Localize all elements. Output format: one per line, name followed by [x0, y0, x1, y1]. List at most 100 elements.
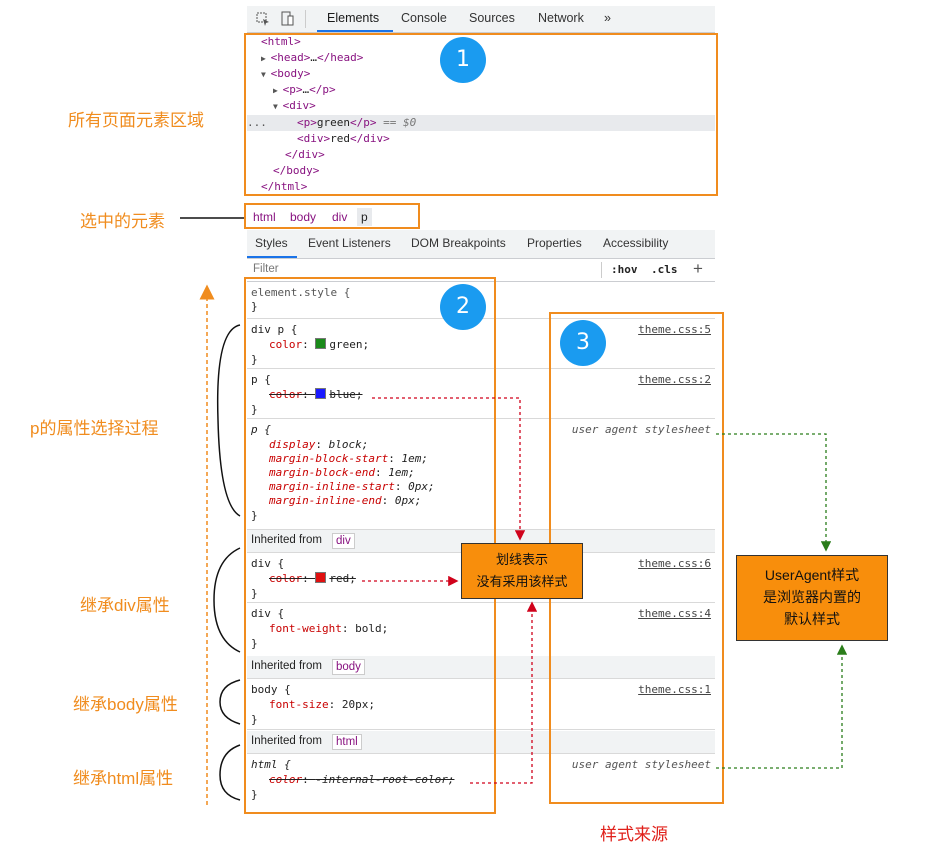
label-all-elements: 所有页面元素区域 — [68, 111, 204, 130]
source-link[interactable]: theme.css:4 — [638, 607, 711, 620]
ua-arrow-bottom — [716, 644, 848, 769]
color-swatch[interactable] — [315, 572, 327, 583]
rule-body-font-size[interactable]: body { theme.css:1 font-size: 20px; } — [247, 679, 715, 730]
inherited-tag-link[interactable]: html — [332, 734, 362, 750]
declaration[interactable]: font-size: 20px; — [269, 698, 375, 711]
rule-selector: element.style { — [251, 286, 351, 299]
tree-node-html-close[interactable]: </html> — [261, 180, 308, 193]
filter-divider — [601, 262, 602, 278]
rule-div-font-weight[interactable]: div { theme.css:4 font-weight: bold; } — [247, 603, 715, 652]
marker-1: 1 — [440, 37, 486, 83]
tree-node-body-close[interactable]: </body> — [273, 164, 320, 177]
brace-body — [219, 679, 241, 725]
declaration[interactable]: margin-block-end: 1em; — [269, 466, 415, 479]
source-link[interactable]: theme.css:1 — [638, 683, 711, 696]
marker-3: 3 — [560, 320, 606, 366]
tab-dom-breakpoints[interactable]: DOM Breakpoints — [411, 236, 506, 250]
tree-node-div[interactable]: ▼ <div> — [273, 99, 316, 112]
source-link[interactable]: theme.css:2 — [638, 373, 711, 386]
tab-network[interactable]: Network — [538, 11, 584, 25]
selected-row-highlight — [247, 115, 715, 131]
declaration[interactable]: margin-inline-end: 0px; — [269, 494, 422, 507]
breadcrumb-p[interactable]: p — [357, 208, 372, 226]
declaration[interactable]: color: green; — [269, 338, 370, 351]
collapse-arrow-icon[interactable]: ▼ — [261, 70, 271, 79]
source-link[interactable]: theme.css:6 — [638, 557, 711, 570]
highlight-elements-area — [244, 33, 718, 196]
tree-node-div-close[interactable]: </div> — [285, 148, 325, 161]
breadcrumb-body[interactable]: body — [290, 210, 317, 224]
rule-selector: p { — [251, 373, 271, 386]
source-link[interactable]: theme.css:5 — [638, 323, 711, 336]
source-label: user agent stylesheet — [571, 423, 711, 436]
tab-sources[interactable]: Sources — [469, 11, 515, 25]
new-rule-button[interactable]: + — [693, 259, 703, 278]
marker-2: 2 — [440, 284, 486, 330]
declaration[interactable]: font-weight: bold; — [269, 622, 389, 635]
rule-div-p[interactable]: div p { theme.css:5 color: green; } — [247, 319, 715, 369]
tree-node-html[interactable]: <html> — [261, 35, 301, 48]
declaration-overridden[interactable]: color: blue; — [269, 388, 363, 401]
label-selected-element: 选中的元素 — [80, 212, 165, 231]
row-ellipsis[interactable]: ... — [247, 116, 267, 129]
tree-node-p[interactable]: ▶ <p>…</p> — [273, 83, 336, 96]
strike-arrow-html — [470, 601, 538, 784]
tab-event-listeners[interactable]: Event Listeners — [308, 236, 391, 250]
tree-node-head[interactable]: ▶ <head>…</head> — [261, 51, 364, 64]
rule-div-color[interactable]: div { theme.css:6 color: red; } — [247, 553, 715, 603]
declaration-overridden[interactable]: color: red; — [269, 572, 356, 585]
filter-input[interactable]: Filter — [253, 263, 279, 275]
rule-close: } — [251, 788, 258, 801]
tree-node-p-selected[interactable]: <p>green</p> == $0 — [297, 116, 417, 129]
filter-bar: Filter :hov .cls + — [247, 259, 715, 282]
inherited-tag-link[interactable]: div — [332, 533, 355, 549]
rule-selector: div p { — [251, 323, 298, 336]
rule-html-user-agent[interactable]: html { user agent stylesheet color: -int… — [247, 754, 715, 802]
brace-html — [219, 744, 241, 801]
declaration[interactable]: margin-inline-start: 0px; — [269, 480, 435, 493]
label-inherit-body: 继承body属性 — [73, 695, 178, 714]
label-inherit-div: 继承div属性 — [80, 596, 170, 615]
rule-selector: p { — [251, 423, 271, 436]
tab-accessibility[interactable]: Accessibility — [603, 236, 669, 250]
collapse-arrow-icon[interactable]: ▼ — [273, 102, 283, 111]
breadcrumb-html[interactable]: html — [253, 210, 276, 224]
tab-styles[interactable]: Styles — [255, 236, 288, 250]
declaration[interactable]: display: block; — [269, 438, 369, 451]
color-swatch[interactable] — [315, 388, 327, 399]
label-p-process: p的属性选择过程 — [30, 419, 159, 438]
rule-close: } — [251, 637, 258, 650]
rule-close: } — [251, 587, 258, 600]
inherited-tag-link[interactable]: body — [332, 659, 365, 675]
declaration-overridden[interactable]: color: -internal-root-color; — [269, 773, 455, 786]
inspect-element-icon[interactable] — [255, 11, 271, 27]
tab-more[interactable]: » — [604, 11, 611, 25]
hov-button[interactable]: :hov — [611, 263, 638, 276]
ua-arrow-top — [716, 433, 832, 552]
device-toolbar-icon[interactable] — [279, 11, 295, 27]
tab-console[interactable]: Console — [401, 11, 447, 25]
declaration[interactable]: margin-block-start: 1em; — [269, 452, 428, 465]
breadcrumb-div[interactable]: div — [332, 210, 348, 224]
callout-strikethrough: 划线表示 没有采用该样式 — [461, 543, 583, 599]
expand-arrow-icon[interactable]: ▶ — [261, 54, 271, 63]
tab-properties[interactable]: Properties — [527, 236, 582, 250]
rule-selector: body { — [251, 683, 291, 696]
tree-node-inner-div[interactable]: <div>red</div> — [297, 132, 390, 145]
tree-node-body[interactable]: ▼ <body> — [261, 67, 311, 80]
tab-elements[interactable]: Elements — [327, 11, 380, 25]
cls-button[interactable]: .cls — [651, 263, 678, 276]
rule-p-user-agent[interactable]: p { user agent stylesheet display: block… — [247, 419, 715, 530]
callout-user-agent: UserAgent样式 是浏览器内置的 默认样式 — [736, 555, 888, 641]
source-label: user agent stylesheet — [571, 758, 711, 771]
rule-p[interactable]: p { theme.css:2 color: blue; } — [247, 369, 715, 419]
highlight-selected-element — [244, 203, 420, 229]
expand-arrow-icon[interactable]: ▶ — [273, 86, 283, 95]
label-inherit-html: 继承html属性 — [73, 769, 174, 788]
brace-div — [213, 547, 241, 653]
rule-close: } — [251, 713, 258, 726]
inherited-label: Inherited from — [251, 660, 322, 672]
active-tab-indicator — [317, 30, 393, 32]
brace-p — [216, 324, 241, 517]
color-swatch[interactable] — [315, 338, 327, 349]
